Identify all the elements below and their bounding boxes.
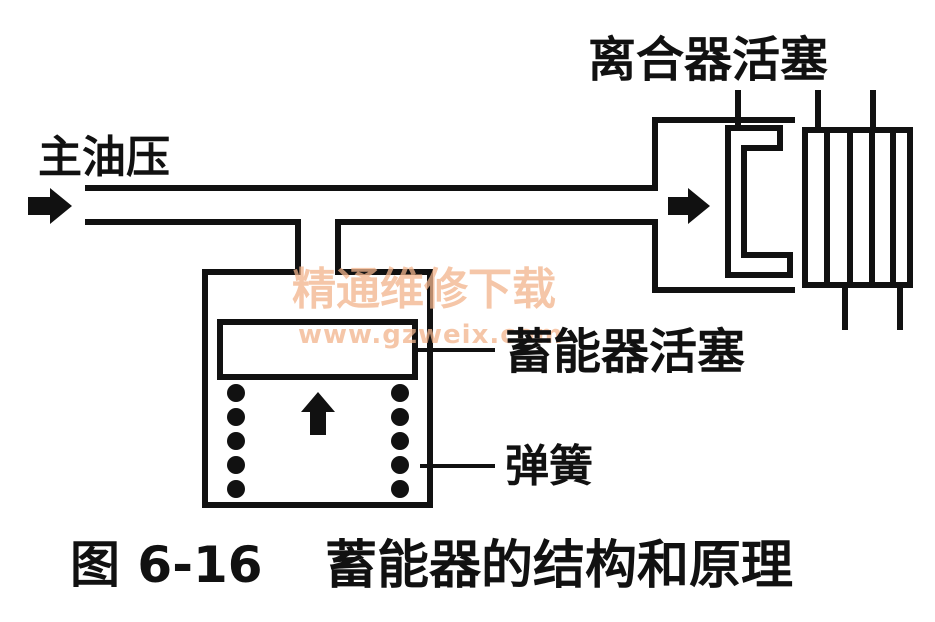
clutch-piston-shape: [725, 125, 793, 278]
figure-title: 蓄能器的结构和原理: [325, 536, 794, 596]
main-line-bottom-wall: [85, 219, 795, 508]
label-main-oil-pressure: 主油压: [38, 132, 170, 183]
watermark-title: 精通维修下载: [292, 264, 556, 315]
inlet-arrow-icon: [28, 188, 72, 224]
flow-arrow-icon: [668, 188, 710, 224]
figure-number: 图 6-16: [70, 536, 263, 594]
label-clutch-piston: 离合器活塞: [588, 32, 829, 88]
main-line-top-wall: [85, 117, 795, 191]
spring-shape: [227, 384, 409, 498]
label-accumulator-piston: 蓄能器活塞: [505, 324, 746, 380]
watermark-url: www.gzweix.com: [298, 320, 564, 350]
spring-force-up-arrow-icon: [301, 392, 335, 435]
label-spring: 弹簧: [505, 441, 593, 492]
clutch-plates: [802, 127, 913, 288]
